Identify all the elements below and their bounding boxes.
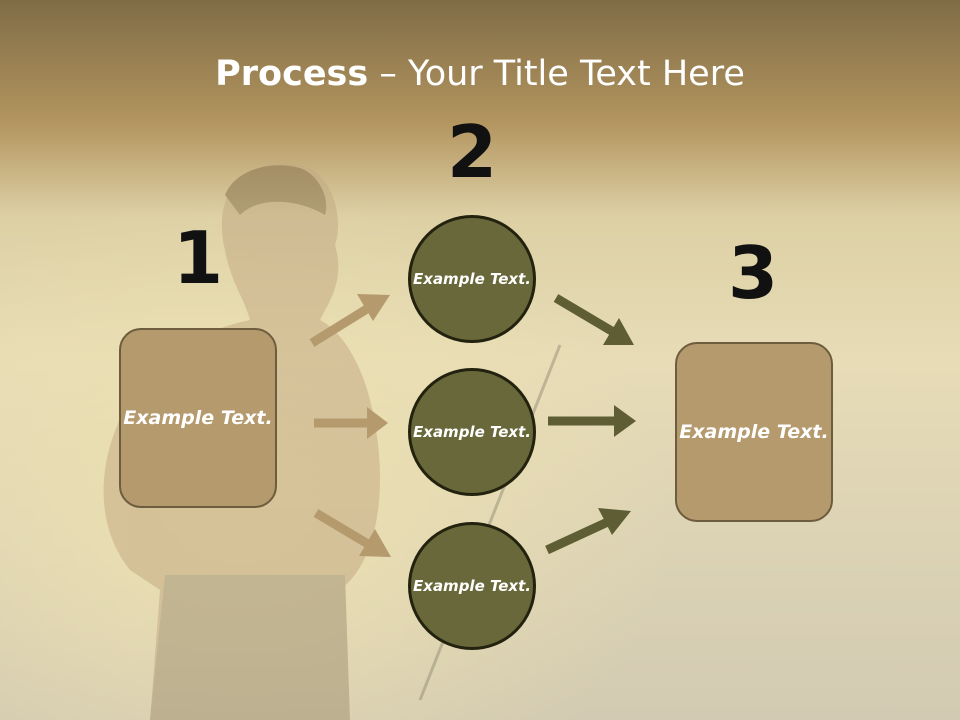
title-rest: – Your Title Text Here (368, 54, 745, 94)
right-box: Example Text. (675, 342, 833, 522)
circle-middle: Example Text. (408, 368, 536, 496)
arrow-left-to-middle (314, 407, 388, 439)
arrow-top-to-right (553, 294, 634, 345)
circle-bottom: Example Text. (408, 522, 536, 650)
circle-top: Example Text. (408, 215, 536, 343)
left-box: Example Text. (119, 328, 277, 508)
arrow-left-to-bottom (313, 509, 391, 557)
arrow-middle-to-right (548, 405, 636, 437)
title-bold: Process (215, 54, 369, 94)
step-number-1: 1 (172, 216, 224, 300)
arrow-bottom-to-right (545, 508, 631, 555)
step-number-3: 3 (727, 231, 779, 315)
step-number-2: 2 (446, 110, 498, 194)
arrow-left-to-top (309, 294, 390, 347)
slide-title: Process – Your Title Text Here (0, 52, 960, 96)
